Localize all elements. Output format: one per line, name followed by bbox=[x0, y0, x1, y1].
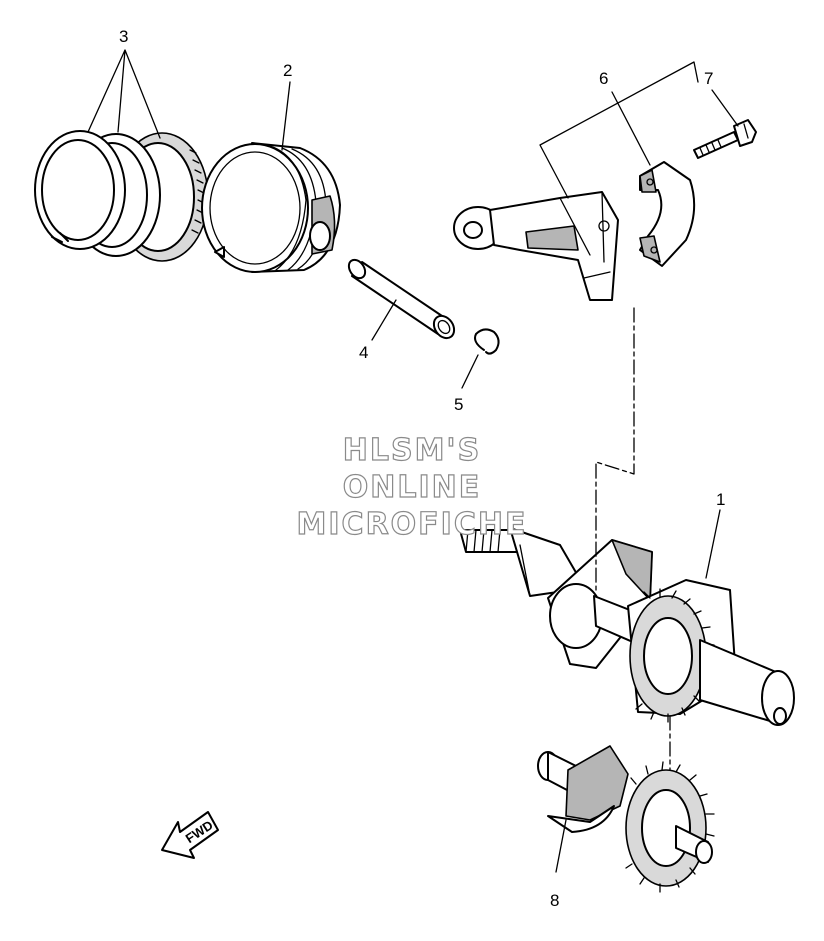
piston-drawing bbox=[201, 142, 341, 273]
callout-2: 2 bbox=[283, 61, 292, 80]
callout-6: 6 bbox=[599, 69, 608, 88]
watermark-line-1: HLSM'S bbox=[343, 433, 481, 468]
piston-pin-drawing bbox=[347, 258, 456, 340]
callout-4: 4 bbox=[359, 343, 368, 362]
callout-3: 3 bbox=[119, 27, 128, 46]
leader-lines bbox=[87, 49, 739, 873]
callout-5: 5 bbox=[454, 395, 463, 414]
callout-8: 8 bbox=[550, 891, 559, 910]
bolt-drawing bbox=[693, 119, 757, 159]
piston-ring-set-drawing bbox=[34, 130, 209, 262]
callout-7: 7 bbox=[704, 69, 713, 88]
callout-1: 1 bbox=[716, 490, 725, 509]
arrow-icon bbox=[161, 811, 219, 859]
connecting-rod-drawing bbox=[453, 161, 696, 301]
fwd-direction-marker: FWD bbox=[161, 811, 219, 859]
balancer-shaft-drawing bbox=[537, 745, 715, 893]
circlip-drawing bbox=[474, 328, 500, 355]
watermark: HLSM'S ONLINE MICROFICHE bbox=[296, 432, 528, 542]
watermark-line-2: ONLINE bbox=[343, 470, 482, 505]
crankshaft-drawing bbox=[459, 527, 795, 726]
watermark-line-3: MICROFICHE bbox=[297, 507, 528, 542]
